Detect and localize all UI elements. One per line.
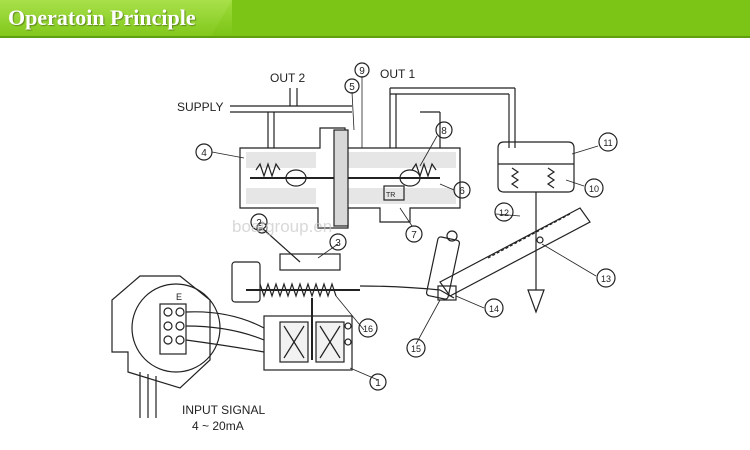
svg-text:2: 2 bbox=[256, 218, 262, 229]
terminal-box: E bbox=[111, 275, 265, 418]
header-divider bbox=[0, 36, 750, 38]
svg-text:12: 12 bbox=[499, 208, 509, 218]
callout-13: 13 bbox=[596, 268, 616, 288]
svg-text:8: 8 bbox=[441, 126, 447, 137]
air-piping bbox=[230, 87, 516, 148]
valve-mark: TR bbox=[386, 192, 395, 199]
svg-text:16: 16 bbox=[363, 324, 373, 334]
label-out2: OUT 2 bbox=[270, 71, 305, 85]
svg-text:7: 7 bbox=[411, 230, 417, 241]
svg-text:10: 10 bbox=[589, 184, 599, 194]
label-out1: OUT 1 bbox=[380, 67, 415, 81]
callout-leaders bbox=[211, 76, 599, 381]
callout-6: 6 bbox=[453, 181, 471, 199]
svg-text:13: 13 bbox=[601, 274, 611, 284]
label-supply: SUPPLY bbox=[177, 100, 223, 114]
watermark-text: boatgroup.en bbox=[232, 217, 332, 236]
header-tab bbox=[0, 0, 232, 36]
header-banner-right bbox=[232, 0, 750, 36]
terminal-e-label: E bbox=[176, 292, 182, 302]
callout-5: 5 bbox=[344, 78, 360, 94]
actuator bbox=[497, 141, 575, 314]
callout-12: 12 bbox=[494, 202, 514, 222]
svg-text:14: 14 bbox=[489, 304, 499, 314]
svg-text:3: 3 bbox=[335, 238, 341, 249]
torque-motor bbox=[263, 298, 353, 371]
callout-14: 14 bbox=[484, 298, 504, 318]
svg-text:1: 1 bbox=[375, 378, 381, 389]
svg-text:15: 15 bbox=[411, 344, 421, 354]
callout-8: 8 bbox=[435, 121, 453, 139]
cam-assembly bbox=[425, 230, 461, 301]
svg-text:9: 9 bbox=[359, 66, 365, 77]
callout-1: 1 bbox=[369, 373, 387, 391]
callout-markers: 1 2 3 4 5 6 7 8 9 10 11 12 13 14 15 16 bbox=[195, 62, 618, 391]
page-title: Operatoin Principle bbox=[8, 5, 196, 30]
feedback-lever bbox=[439, 207, 591, 297]
callout-2: 2 bbox=[250, 213, 268, 231]
callout-7: 7 bbox=[405, 225, 423, 243]
svg-text:6: 6 bbox=[459, 186, 465, 197]
label-input-signal: INPUT SIGNAL bbox=[182, 403, 265, 417]
callout-16: 16 bbox=[358, 318, 378, 338]
callout-3: 3 bbox=[329, 233, 347, 251]
zero-adjust-spring bbox=[231, 222, 441, 303]
svg-text:4: 4 bbox=[201, 148, 207, 159]
label-input-range: 4 ~ 20mA bbox=[192, 419, 244, 433]
svg-text:11: 11 bbox=[603, 138, 612, 148]
callout-15: 15 bbox=[406, 338, 426, 358]
callout-10: 10 bbox=[584, 178, 604, 198]
svg-text:5: 5 bbox=[349, 82, 355, 93]
pilot-valve-body: TR bbox=[239, 127, 461, 229]
callout-11: 11 bbox=[598, 132, 618, 152]
callout-4: 4 bbox=[195, 143, 213, 161]
callout-9: 9 bbox=[354, 62, 370, 78]
